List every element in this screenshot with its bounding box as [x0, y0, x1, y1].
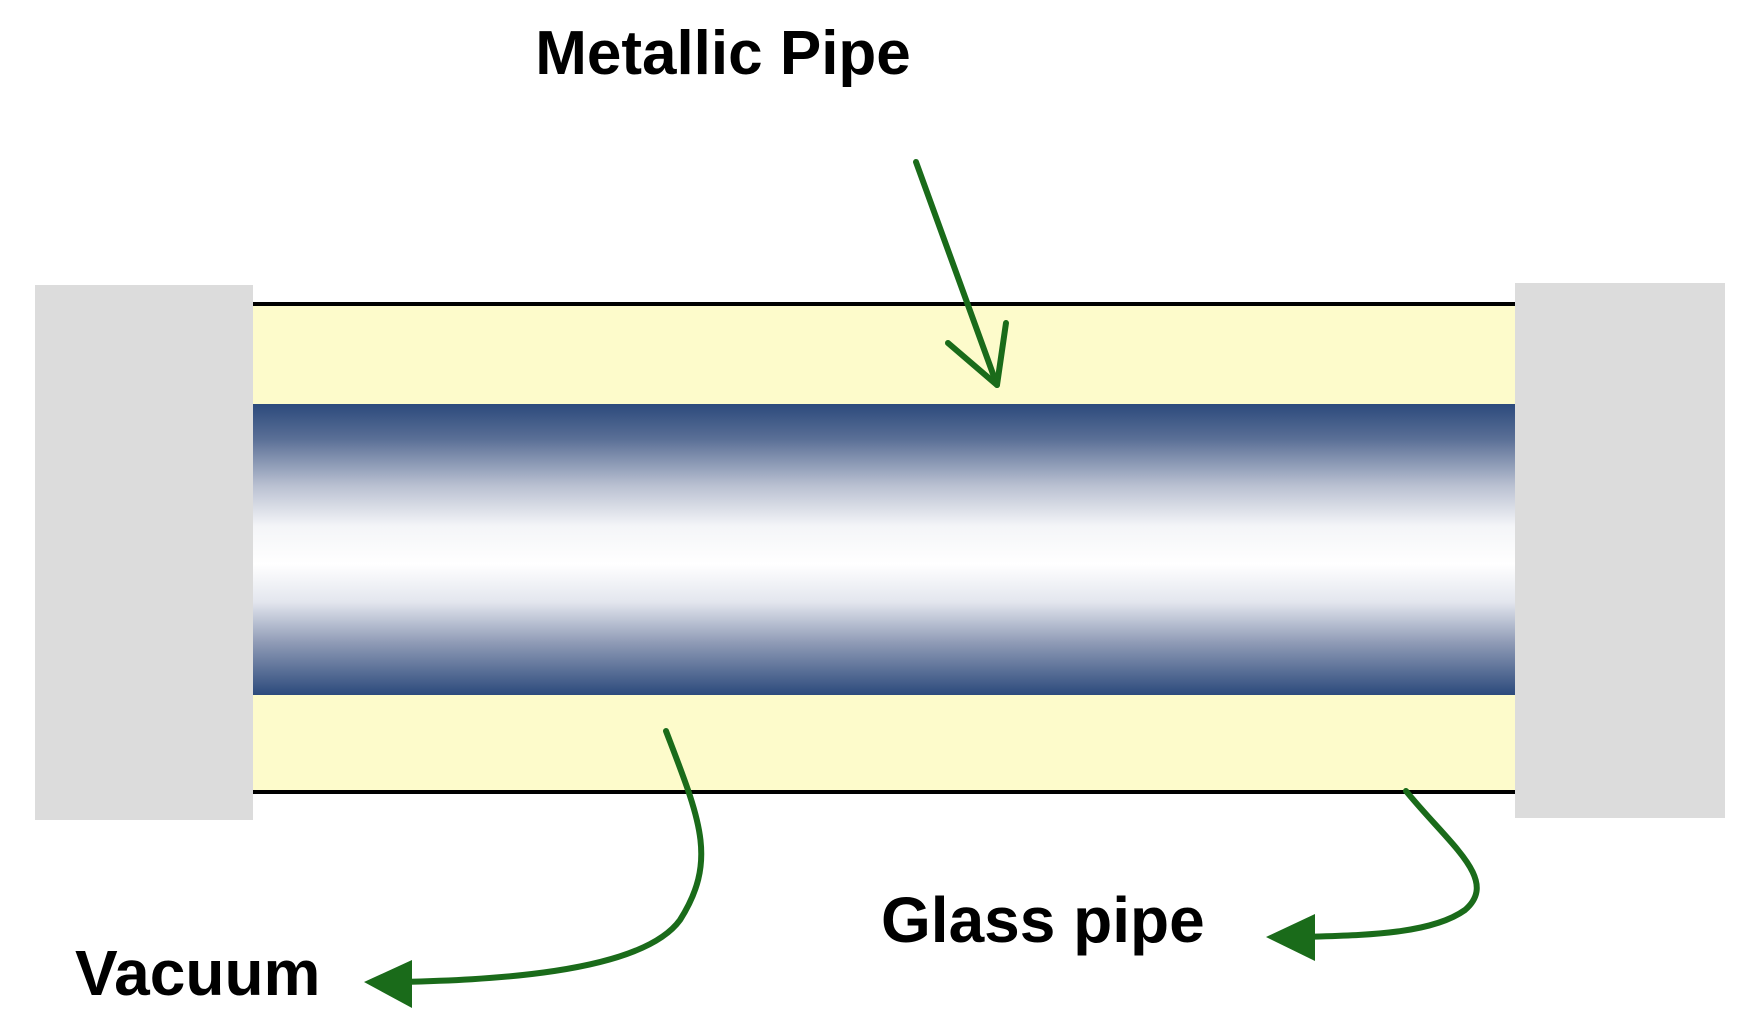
- metallic-pipe-arrow: [913, 159, 1009, 388]
- metallic-pipe: [253, 404, 1515, 695]
- right-end-cap: [1515, 283, 1725, 818]
- vacuum-label: Vacuum: [75, 937, 320, 1009]
- glass-pipe-label: Glass pipe: [881, 884, 1205, 956]
- metallic-pipe-label: Metallic Pipe: [535, 19, 911, 88]
- left-end-cap: [35, 285, 253, 820]
- vacuum-arrow: [364, 728, 705, 1008]
- glass-pipe-arrow: [1266, 788, 1480, 961]
